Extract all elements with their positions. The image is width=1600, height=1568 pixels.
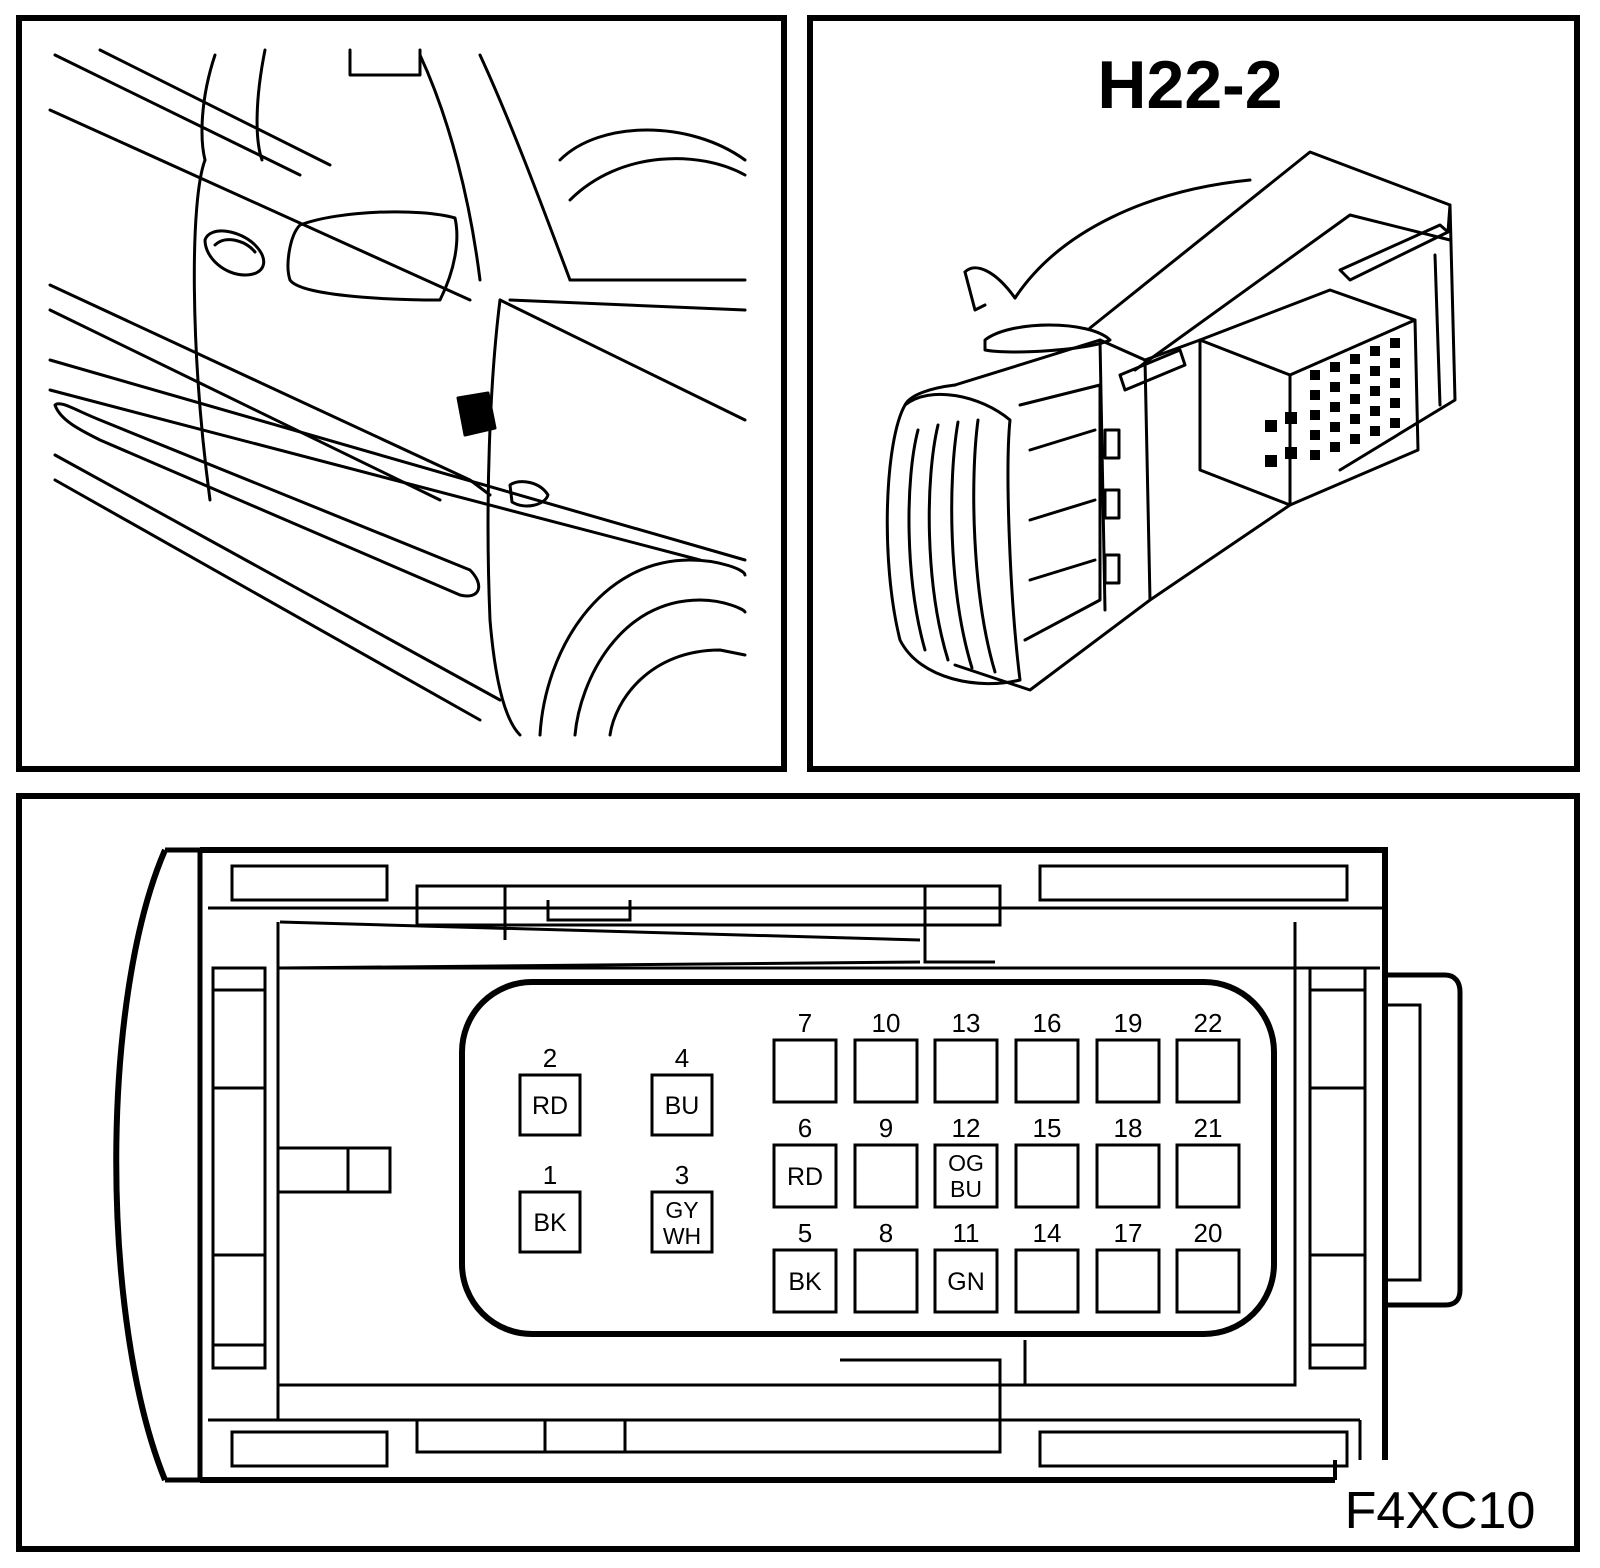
pin-cavity bbox=[772, 1038, 838, 1104]
connector-view-panel: H22-2 bbox=[807, 15, 1580, 772]
pin-22: 22 bbox=[1175, 1008, 1241, 1104]
connector-housing-icon bbox=[885, 150, 1457, 692]
pin-cavity bbox=[1014, 1143, 1080, 1209]
pin-17: 17 bbox=[1095, 1218, 1161, 1314]
wire-color-label: BK bbox=[533, 1209, 567, 1237]
pin-number: 5 bbox=[798, 1218, 812, 1248]
pin-cavity bbox=[1014, 1248, 1080, 1314]
pin-cavity bbox=[1175, 1143, 1241, 1209]
pin-number: 11 bbox=[953, 1218, 980, 1248]
pin-number: 12 bbox=[952, 1113, 981, 1143]
pin-number: 20 bbox=[1194, 1218, 1223, 1248]
car-door-location-icon bbox=[48, 48, 747, 737]
pin-cavity bbox=[772, 1143, 838, 1209]
wire-color-label: RD bbox=[532, 1092, 568, 1120]
pin-number: 9 bbox=[879, 1113, 893, 1143]
wire-color-label: GN bbox=[947, 1268, 985, 1296]
pin-cavity bbox=[1095, 1248, 1161, 1314]
pin-cavity bbox=[650, 1190, 714, 1254]
pin-cavity bbox=[853, 1038, 919, 1104]
pin-4: 4BU bbox=[650, 1043, 714, 1137]
pin-18: 18 bbox=[1095, 1113, 1161, 1209]
pin-19: 19 bbox=[1095, 1008, 1161, 1104]
wire-color-label: BK bbox=[788, 1268, 822, 1296]
pin-cavity bbox=[1175, 1038, 1241, 1104]
pin-2: 2RD bbox=[518, 1043, 582, 1137]
figure-code: F4XC10 bbox=[1345, 1482, 1536, 1540]
pin-1: 1BK bbox=[518, 1160, 582, 1254]
pin-cavity bbox=[933, 1038, 999, 1104]
connector-title: H22-2 bbox=[1097, 47, 1282, 123]
pin-21: 21 bbox=[1175, 1113, 1241, 1209]
pin-cavity bbox=[1014, 1038, 1080, 1104]
pin-13: 13 bbox=[933, 1008, 999, 1104]
pin-number: 19 bbox=[1114, 1008, 1143, 1038]
pin-number: 3 bbox=[675, 1160, 689, 1190]
pin-cavity bbox=[518, 1190, 582, 1254]
pin-number: 13 bbox=[952, 1008, 981, 1038]
pin-10: 10 bbox=[853, 1008, 919, 1104]
pin-15: 15 bbox=[1014, 1113, 1080, 1209]
pin-cavity bbox=[1095, 1143, 1161, 1209]
pin-number: 22 bbox=[1194, 1008, 1223, 1038]
wire-color-label: BU bbox=[665, 1092, 700, 1120]
pin-cavity bbox=[1095, 1038, 1161, 1104]
pin-20: 20 bbox=[1175, 1218, 1241, 1314]
wire-color-label: RD bbox=[787, 1163, 823, 1191]
pin-number: 18 bbox=[1114, 1113, 1143, 1143]
pin-16: 16 bbox=[1014, 1008, 1080, 1104]
pin-7: 7 bbox=[772, 1008, 838, 1104]
pin-number: 16 bbox=[1033, 1008, 1062, 1038]
pin-9: 9 bbox=[853, 1113, 919, 1209]
pin-cavity bbox=[650, 1073, 714, 1137]
pin-number: 17 bbox=[1114, 1218, 1143, 1248]
pin-number: 1 bbox=[543, 1160, 557, 1190]
pin-cavity-grid bbox=[1265, 338, 1400, 467]
pin-number: 6 bbox=[798, 1113, 812, 1143]
pin-cavity bbox=[772, 1248, 838, 1314]
pin-8: 8 bbox=[853, 1218, 919, 1314]
pin-6: 6RD bbox=[772, 1113, 838, 1209]
pin-cavity bbox=[933, 1248, 999, 1314]
pin-cavity bbox=[853, 1248, 919, 1314]
pin-5: 5BK bbox=[772, 1218, 838, 1314]
pin-number: 4 bbox=[675, 1043, 689, 1073]
pin-cavity bbox=[518, 1073, 582, 1137]
pin-number: 8 bbox=[879, 1218, 893, 1248]
pin-number: 7 bbox=[798, 1008, 812, 1038]
pin-number: 15 bbox=[1033, 1113, 1062, 1143]
pin-cavity bbox=[1175, 1248, 1241, 1314]
pin-14: 14 bbox=[1014, 1218, 1080, 1314]
connector-face-outline bbox=[113, 847, 1463, 1483]
pin-number: 2 bbox=[543, 1043, 557, 1073]
pin-cavity bbox=[933, 1143, 999, 1209]
car-location-panel bbox=[16, 15, 787, 772]
pin-cavity bbox=[853, 1143, 919, 1209]
pin-number: 14 bbox=[1033, 1218, 1062, 1248]
pin-number: 21 bbox=[1194, 1113, 1223, 1143]
pin-number: 10 bbox=[872, 1008, 901, 1038]
